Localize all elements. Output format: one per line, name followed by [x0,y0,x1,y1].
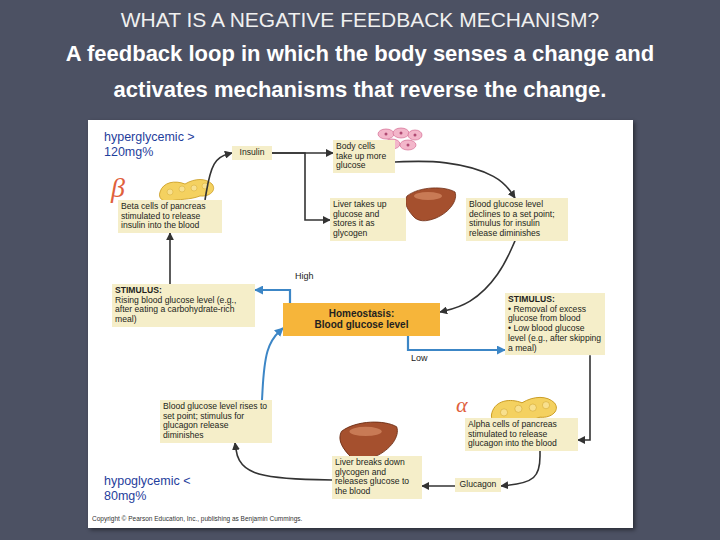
gland-box: Alpha cells of pancreas stimulated to re… [465,418,578,451]
feedback-arrow [395,161,515,198]
effect-box: Liver takes up glucose and stores it as … [330,198,406,241]
cell-nucleus [414,134,417,137]
range-label: hyperglycemic > 120mg% [104,130,204,160]
feedback-arrow [235,443,332,480]
cell-shape [393,128,409,138]
feedback-arrow [578,355,590,440]
pancreas-lobule [529,404,536,411]
effect-box: Body cells take up more glucose [333,140,395,173]
box-text: • Low blood glucose level (e.g., after s… [508,324,602,353]
edge-label: High [295,271,314,281]
feedback-arrow [255,290,290,303]
box-text: Alpha cells of pancreas stimulated to re… [468,420,575,449]
liver-highlight [350,427,382,436]
box-text: Rising blood glucose level (e.g., after … [115,296,252,325]
hormone-box: Glucagon [455,478,501,492]
feedback-arrow [440,241,515,312]
feedback-arrow [272,153,330,220]
pancreas-lobule [500,409,507,416]
box-text: Beta cells of pancreas stimulated to rel… [121,202,219,231]
cell-symbol: α [456,394,486,416]
cell-shape [378,129,394,139]
feedback-arrow [501,451,540,486]
liver-highlight [414,192,442,200]
stimulus-box: STIMULUS:• Removal of excess glucose fro… [505,293,605,355]
box-text: STIMULUS: [115,286,252,296]
liver-shape [406,188,456,221]
feedback-arrow [422,485,455,487]
liver-upper [406,188,456,221]
feedback-arrow [262,328,283,400]
box-text: Liver breaks down glycogen and releases … [335,458,419,497]
range-label: hypoglycemic < 80mg% [104,474,204,504]
cell-shape [408,130,422,140]
pancreas-lobule [179,186,185,192]
gland-box: Beta cells of pancreas stimulated to rel… [118,200,222,233]
hormone-box: Insulin [232,146,272,160]
result-box: Blood glucose level rises to set point; … [160,400,272,443]
box-text: • Removal of excess glucose from blood [508,305,602,324]
pancreas-lobule [167,189,173,195]
feedback-arrow [205,153,232,200]
subtitle: A feedback loop in which the body senses… [45,36,675,108]
pancreas-lobule [515,405,522,412]
feedback-arrow [408,336,505,350]
cell-shape [400,140,416,150]
box-text: Blood glucose level [287,319,436,330]
cell-nucleus [385,133,388,136]
box-text: Liver takes up glucose and stores it as … [333,200,403,239]
box-text: Body cells take up more glucose [336,142,392,171]
stimulus-box: STIMULUS:Rising blood glucose level (e.g… [112,284,255,327]
result-box: Blood glucose level declines to a set po… [466,198,568,241]
cell-nucleus [400,132,403,135]
cell-nucleus [407,144,410,147]
box-text: Insulin [235,148,269,158]
cell-symbol: β [111,174,141,202]
effect-box: Liver breaks down glycogen and releases … [332,456,422,499]
liver-shape [340,422,397,460]
slide-title: WHAT IS A NEGATIVE FEEDBACK MECHANISM? [0,8,720,32]
box-text: STIMULUS: [508,295,602,305]
edge-label: Low [411,353,428,363]
feedback-arrow [169,233,171,284]
box-text: Glucagon [458,480,498,490]
pancreas-lobule [542,402,549,409]
pancreas-lobule [191,185,197,191]
copyright-note: Copyright © Pearson Education, Inc., pub… [92,515,412,522]
box-text: Blood glucose level declines to a set po… [469,200,565,239]
box-text: Homeostasis: [287,308,436,319]
homeostasis-box: Homeostasis:Blood glucose level [283,303,440,336]
liver-lower [340,422,397,460]
box-text: Blood glucose level rises to set point; … [163,402,269,441]
